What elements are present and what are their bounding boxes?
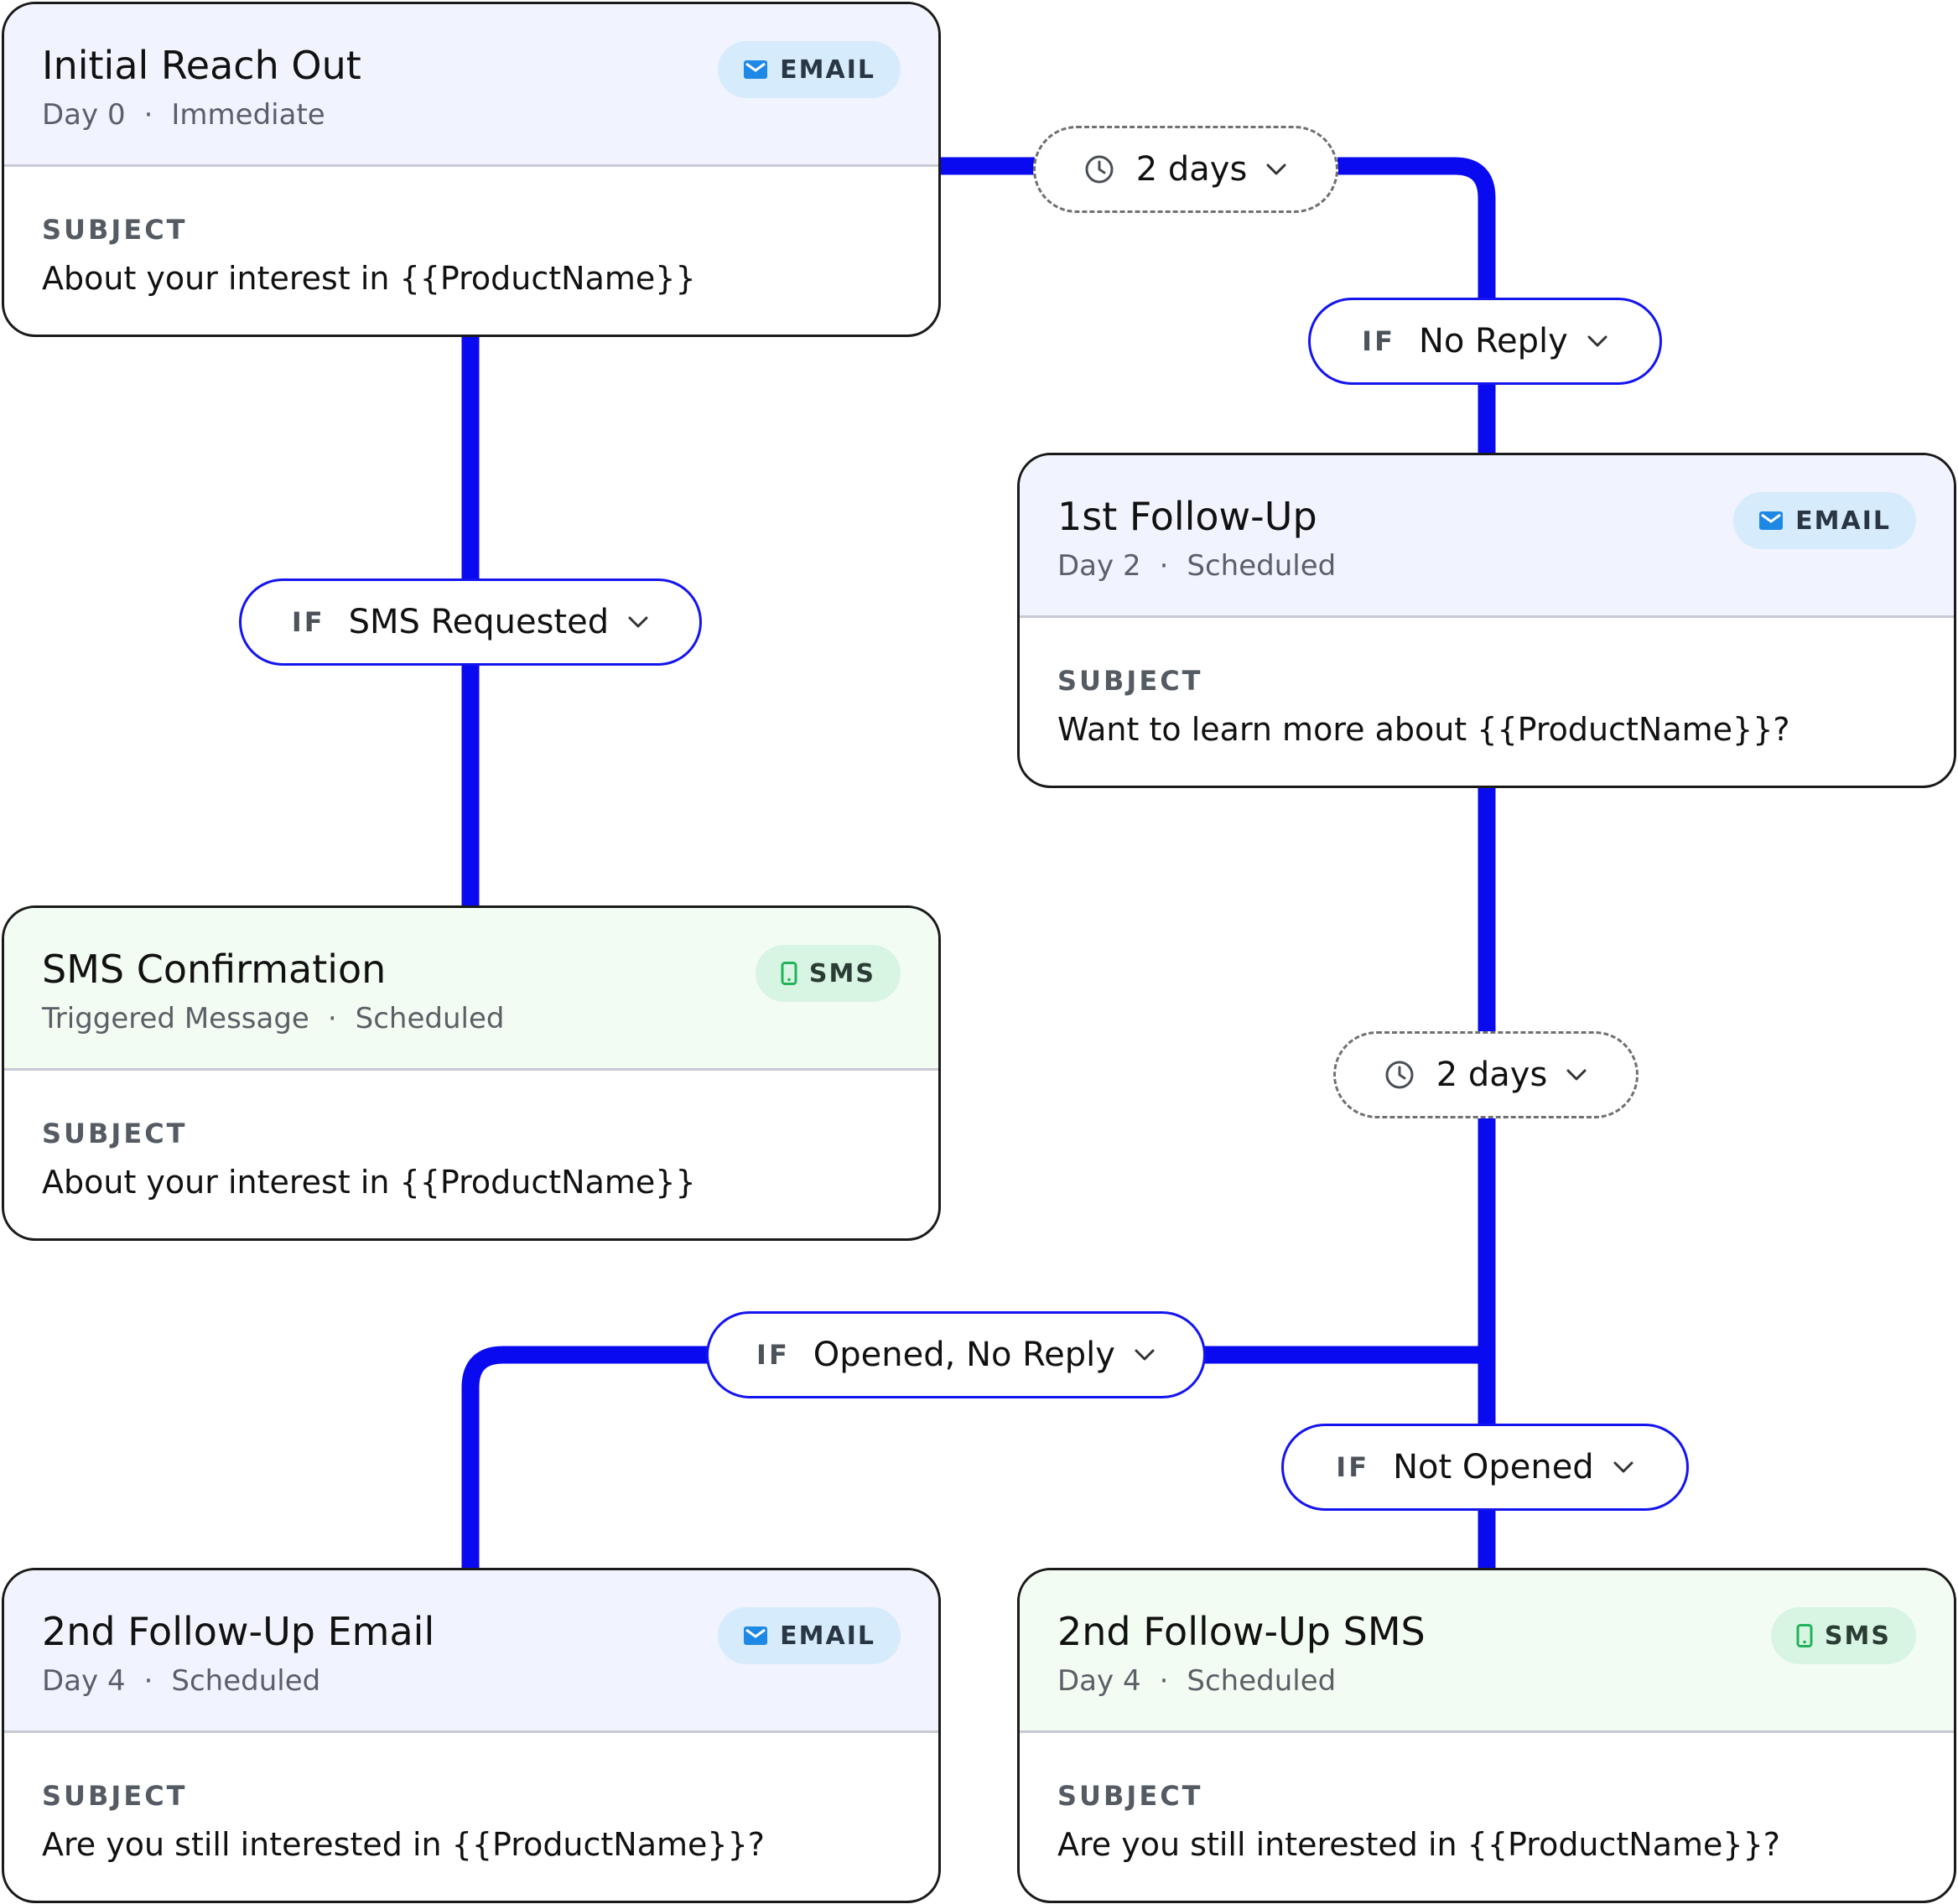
separator-dot: · [143,1664,153,1698]
step-card-sms-confirmation[interactable]: SMS Confirmation Triggered Message · Sched… [2,905,941,1241]
subject-label: SUBJECT [1057,1780,1203,1812]
step-card-1st-follow-up[interactable]: 1st Follow-Up Day 2 · Scheduled EMAIL SUBJ… [1017,453,1956,788]
subject-text: Are you still interested in {{ProductNam… [42,1826,765,1863]
step-card-initial-reach-out[interactable]: Initial Reach Out Day 0·Immediate EMAIL … [2,2,941,337]
chevron-down-icon [1135,1349,1155,1361]
clock-icon [1385,1061,1414,1089]
subject-label: SUBJECT [42,1118,188,1149]
card-meta: Day 4 · Scheduled [42,1664,320,1698]
card-day: Day 4 [42,1664,126,1698]
chevron-down-icon [1613,1461,1633,1473]
condition-selector-no-reply[interactable]: IF No Reply [1308,298,1662,385]
card-day: Day 0 [42,98,126,132]
connector-branch-to-email2 [461,1346,1487,1569]
condition-label: Not Opened [1393,1448,1594,1486]
channel-badge-sms: SMS [755,945,901,1002]
channel-label: SMS [808,958,875,988]
envelope-icon [1759,511,1784,530]
card-header: 2nd Follow-Up Email Day 4 · Scheduled EMAI… [4,1570,938,1733]
card-header: Initial Reach Out Day 0 · Immediate EMAIL [4,4,938,167]
condition-selector-sms-requested[interactable]: IF SMS Requested [239,578,702,666]
step-card-2nd-follow-up-sms[interactable]: 2nd Follow-Up SMS Day 4 · Scheduled SMS SU… [1017,1568,1956,1903]
channel-badge-email: EMAIL [1733,492,1916,549]
card-status: Scheduled [355,1002,505,1035]
separator-dot: · [1159,549,1169,583]
separator-dot: · [327,1002,337,1035]
card-title: Initial Reach Out [42,43,361,88]
channel-label: EMAIL [780,1621,875,1651]
card-title: 2nd Follow-Up Email [42,1609,435,1654]
chevron-down-icon [1587,335,1607,347]
delay-label: 2 days [1436,1056,1548,1094]
card-title: 1st Follow-Up [1057,494,1317,539]
card-header: SMS Confirmation Triggered Message · Sched… [4,908,938,1071]
delay-label: 2 days [1135,150,1248,189]
subject-label: SUBJECT [42,214,188,246]
step-card-2nd-follow-up-email[interactable]: 2nd Follow-Up Email Day 4 · Scheduled EMAI… [2,1568,941,1903]
channel-badge-sms: SMS [1770,1607,1916,1664]
card-header: 1st Follow-Up Day 2 · Scheduled EMAIL [1020,455,1954,618]
chevron-down-icon [1266,163,1286,175]
condition-keyword: IF [291,606,325,638]
condition-keyword: IF [1336,1451,1370,1483]
phone-icon [1796,1624,1813,1647]
condition-selector-not-opened[interactable]: IF Not Opened [1281,1424,1689,1511]
condition-label: Opened, No Reply [813,1336,1115,1374]
subject-text: Want to learn more about {{ProductName}}… [1057,711,1790,748]
card-status: Scheduled [171,1664,321,1698]
card-title: SMS Confirmation [42,947,387,992]
subject-text: About your interest in {{ProductName}} [42,260,696,297]
card-meta: Day 2 · Scheduled [1057,549,1336,583]
channel-label: EMAIL [780,54,875,85]
card-status: Scheduled [1187,549,1337,583]
channel-badge-email: EMAIL [718,41,901,98]
card-meta: Triggered Message · Scheduled [42,1002,504,1035]
separator-dot: · [143,98,153,132]
channel-label: EMAIL [1795,506,1891,536]
card-meta: Day 4 · Scheduled [1057,1664,1336,1698]
clock-icon [1085,155,1114,184]
channel-badge-email: EMAIL [718,1607,901,1664]
delay-selector[interactable]: 2 days [1033,126,1338,213]
subject-text: About your interest in {{ProductName}} [42,1164,696,1201]
card-day: Triggered Message [42,1002,309,1035]
envelope-icon [744,60,768,79]
envelope-icon [744,1626,768,1645]
channel-label: SMS [1824,1621,1891,1651]
card-day: Day 4 [1057,1664,1141,1698]
condition-keyword: IF [756,1339,790,1371]
condition-label: No Reply [1418,322,1568,361]
condition-selector-opened-no-reply[interactable]: IF Opened, No Reply [706,1311,1206,1398]
card-status: Scheduled [1187,1664,1337,1698]
condition-keyword: IF [1362,325,1395,357]
delay-selector[interactable]: 2 days [1333,1031,1639,1118]
subject-text: Are you still interested in {{ProductNam… [1057,1826,1780,1863]
card-header: 2nd Follow-Up SMS Day 4 · Scheduled SMS [1020,1570,1954,1733]
subject-label: SUBJECT [1057,665,1203,697]
phone-icon [781,962,797,985]
chevron-down-icon [628,616,648,628]
card-day: Day 2 [1057,549,1141,583]
separator-dot: · [1159,1664,1169,1698]
chevron-down-icon [1566,1069,1587,1081]
connector-delay-to-followup [1337,157,1496,453]
card-meta: Day 0 · Immediate [42,98,325,132]
condition-label: SMS Requested [348,603,610,641]
card-status: Immediate [171,98,325,132]
card-title: 2nd Follow-Up SMS [1057,1609,1426,1654]
subject-label: SUBJECT [42,1780,188,1812]
